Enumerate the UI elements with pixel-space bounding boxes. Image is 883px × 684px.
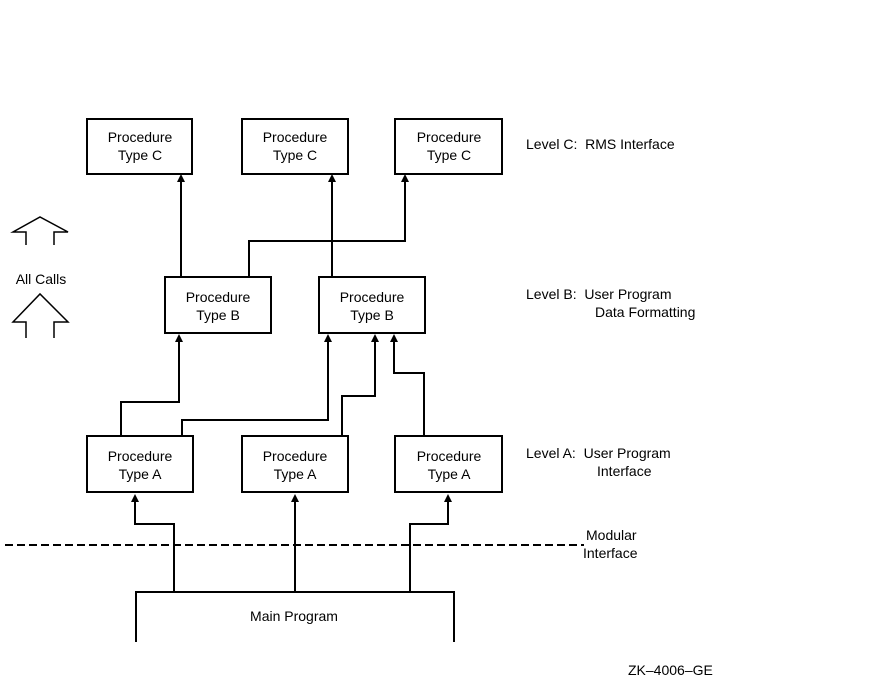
arrowhead [328,174,336,182]
procedure-type-a-box: Procedure Type A [394,435,503,493]
box-line2: Type C [273,147,317,163]
level-a-sublabel: Interface [597,463,652,479]
connector-main-a1 [134,500,175,592]
arrowhead [324,334,332,342]
connector-a1-b1 [120,340,180,436]
connector-main-a3 [409,500,449,592]
connector-a3-b2 [393,340,425,436]
up-arrow-icon [10,216,69,245]
all-calls-label: All Calls [16,271,67,287]
arrowhead [401,174,409,182]
box-line2: Type C [118,147,162,163]
procedure-type-c-box: Procedure Type C [394,118,503,175]
connectors [120,174,452,592]
box-line1: Procedure [263,448,328,464]
box-line2: Type A [274,466,317,482]
box-line1: Procedure [108,129,173,145]
box-line1: Procedure [417,129,482,145]
box-line1: Procedure [186,289,251,305]
procedure-type-a-box: Procedure Type A [241,435,349,493]
modular-interface-label-line2: Interface [583,545,638,561]
all-calls-indicator: All Calls [10,216,70,338]
arrowhead [390,334,398,342]
connector-a1-b2 [181,340,329,436]
procedure-type-a-box: Procedure Type A [86,435,194,493]
arrowhead [177,174,185,182]
box-line2: Type A [428,466,471,482]
modular-interface-label-line1: Modular [586,527,637,543]
box-line2: Type B [196,307,240,323]
procedure-type-c-box: Procedure Type C [241,118,349,175]
arrowhead [291,494,299,502]
level-b-label: Level B: User Program [526,286,672,302]
level-a-label: Level A: User Program [526,445,671,461]
main-program-box: Main Program [135,591,455,642]
arrowhead [131,494,139,502]
box-line2: Type C [427,147,471,163]
box-line1: Procedure [108,448,173,464]
figure-id: ZK–4006–GE [628,662,713,678]
box-line1: Procedure [417,448,482,464]
box-line1: Procedure [340,289,405,305]
connector-a2-b2 [341,340,376,436]
procedure-type-b-box: Procedure Type B [318,276,426,334]
connector-b1-c3 [248,180,406,277]
level-b-sublabel: Data Formatting [595,304,695,320]
up-arrow-icon [11,292,70,338]
procedure-type-b-box: Procedure Type B [164,276,272,334]
procedure-type-c-box: Procedure Type C [86,118,193,175]
level-c-label: Level C: RMS Interface [526,136,675,152]
main-program-label: Main Program [250,608,338,624]
arrowhead [175,334,183,342]
box-line1: Procedure [263,129,328,145]
arrowhead [444,494,452,502]
box-line2: Type B [350,307,394,323]
arrowhead [371,334,379,342]
box-line2: Type A [119,466,162,482]
